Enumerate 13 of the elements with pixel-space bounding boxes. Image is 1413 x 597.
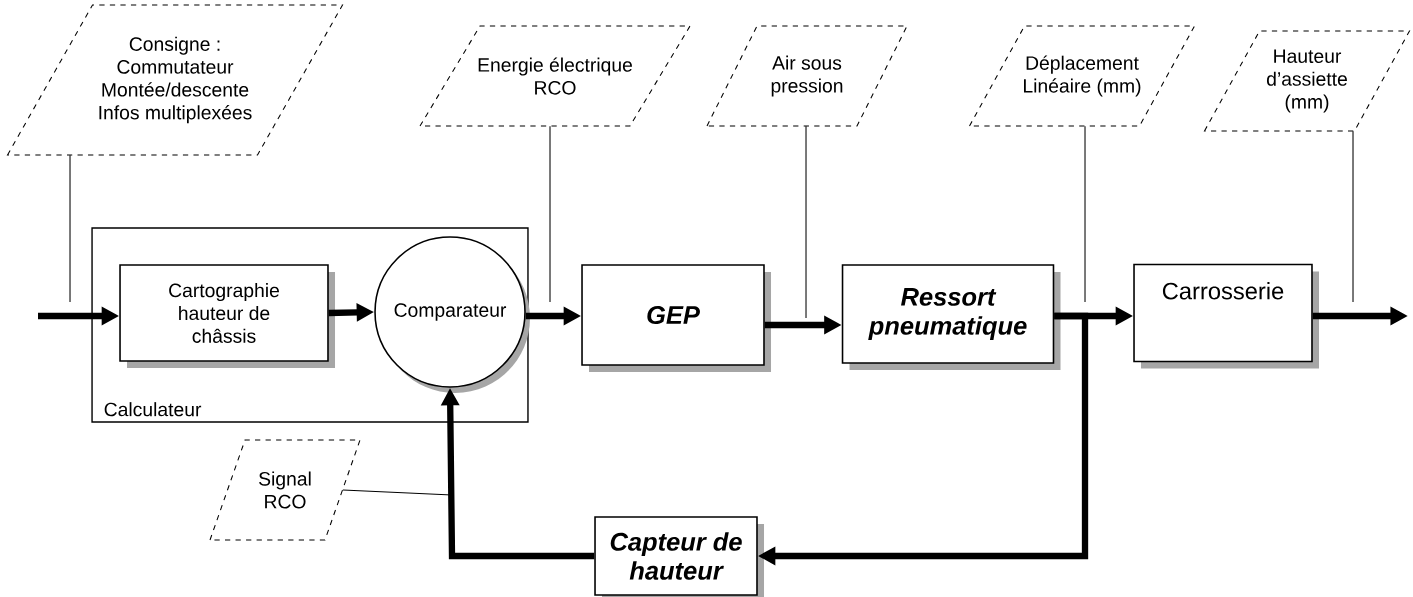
data-parallelogram: Energie électrique RCO [419,25,691,127]
process-box: Capteur de hauteur [594,516,764,597]
leader-line [69,154,71,303]
leader-line [1352,130,1354,303]
process-box: Ressort pneumatique [841,264,1061,370]
data-parallelogram: Signal RCO [209,439,361,541]
process-box: Cartographie hauteur de châssis [119,264,335,368]
leader-line [805,125,807,319]
leader-line [1084,125,1086,303]
data-parallelogram: Air sous pression [706,25,908,127]
process-box: GEP [581,264,771,372]
leader-line [549,125,551,303]
process-box: Carrosserie [1133,263,1319,369]
